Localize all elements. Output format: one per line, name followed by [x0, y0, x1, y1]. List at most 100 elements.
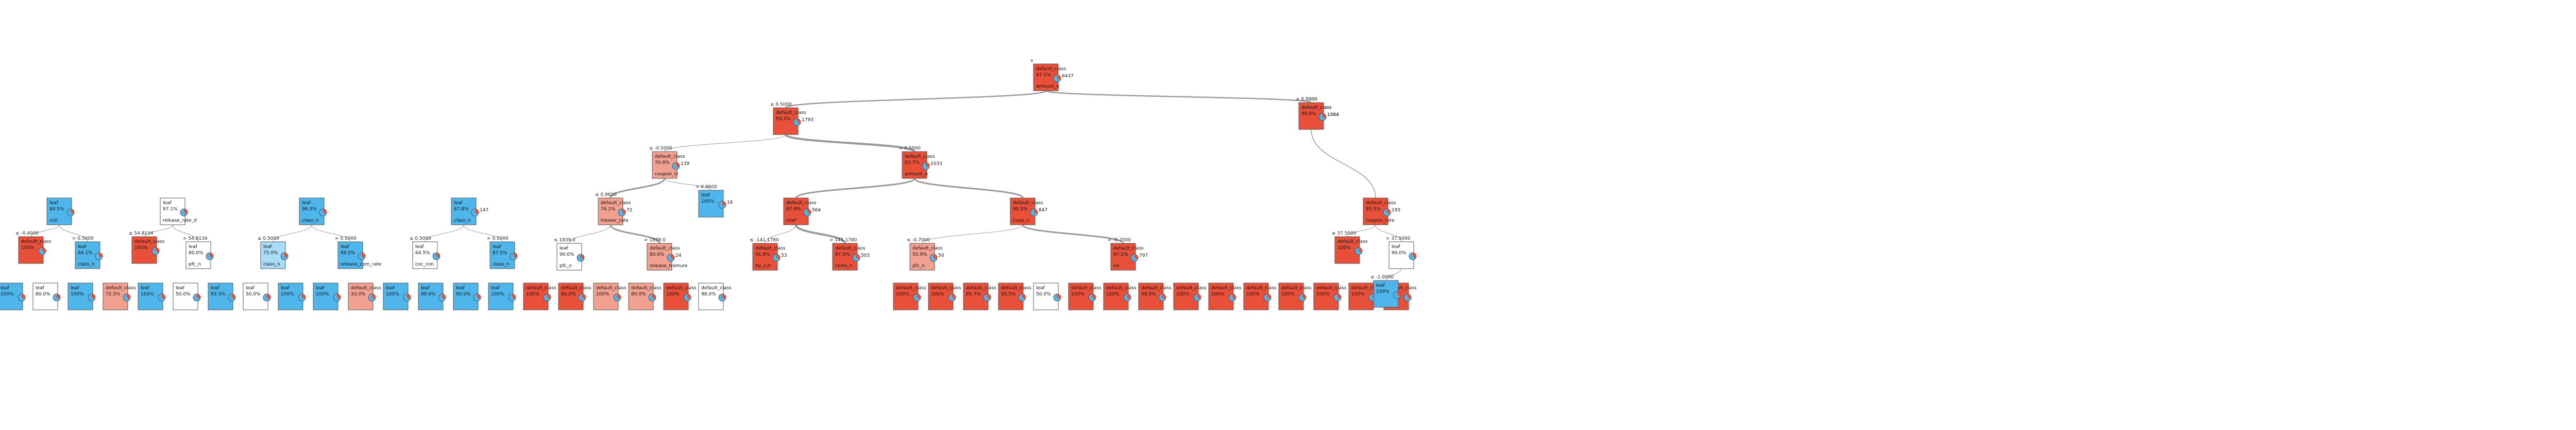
tree-edge	[273, 224, 312, 242]
node-class-label: default_class	[134, 239, 165, 244]
node-box	[1173, 283, 1199, 310]
edge-condition: ≤ 37.5000	[1332, 231, 1357, 236]
node-percentage: 100%	[1337, 245, 1351, 251]
node-class-label: default_class	[631, 286, 662, 291]
class-distribution-wedge-icon	[1057, 75, 1061, 80]
node-split-attribute: coupon_rate	[1366, 218, 1395, 223]
class-distribution-wedge-icon	[1337, 294, 1341, 300]
node-class-label: leaf	[1036, 286, 1045, 291]
class-distribution-wedge-icon	[1302, 294, 1306, 300]
node-count: 1033	[930, 161, 942, 167]
node-class-label: leaf	[49, 201, 59, 206]
node-percentage: 100%	[1, 292, 14, 297]
node-class-label: leaf	[1392, 244, 1401, 250]
class-distribution-wedge-icon	[917, 294, 921, 300]
node-count: 139	[681, 161, 689, 167]
node-class-label: default_class	[1211, 286, 1242, 291]
node-percentage: 50.0%	[246, 292, 261, 297]
class-distribution-wedge-icon	[156, 247, 159, 253]
edge-condition: > 0.5000	[335, 236, 357, 241]
class-distribution-wedge-icon	[652, 294, 656, 300]
tree-edge	[1045, 90, 1312, 104]
tree-edge	[664, 178, 711, 191]
class-distribution-wedge-icon	[514, 253, 517, 258]
node-split-attribute: v4	[1113, 263, 1119, 269]
node-percentage: 93.3%	[776, 117, 791, 122]
node-percentage: 91.9%	[755, 252, 770, 257]
class-distribution-wedge-icon	[1232, 294, 1236, 300]
node-percentage: 100%	[316, 292, 329, 297]
node-percentage: 98.0%	[701, 292, 716, 297]
node-class-label: default_class	[1001, 286, 1031, 291]
node-class-label: default_class	[1316, 286, 1347, 291]
class-distribution-wedge-icon	[776, 254, 780, 260]
node-percentage: 90.0%	[560, 252, 574, 257]
